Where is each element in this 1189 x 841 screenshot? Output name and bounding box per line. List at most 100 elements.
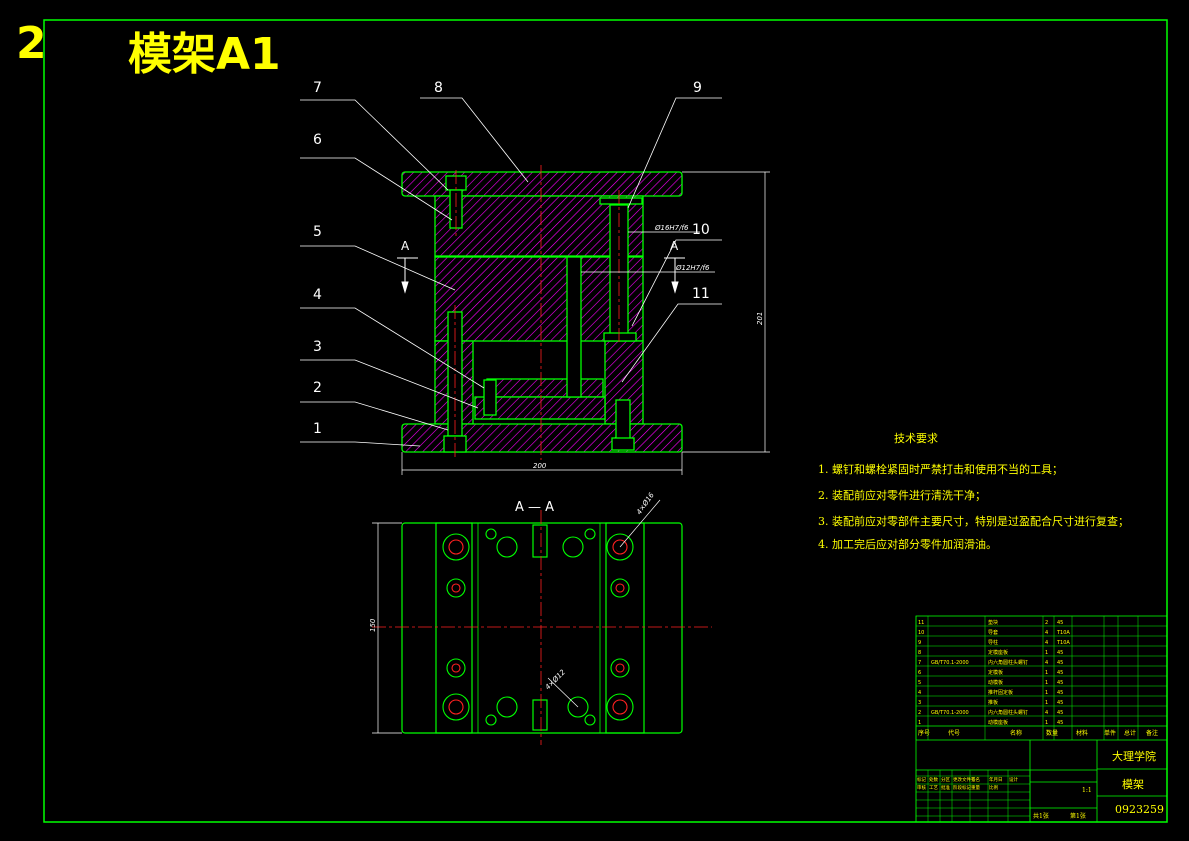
bom-cell: 7 bbox=[918, 660, 921, 666]
bom-cell: 1 bbox=[1045, 720, 1048, 726]
plate-8 bbox=[401, 171, 683, 197]
bom-cell: GB/T70.1-2000 bbox=[931, 710, 969, 716]
signature-cell: 工艺 bbox=[929, 785, 938, 791]
bom-cell: 1 bbox=[1045, 690, 1048, 696]
bom-cell: 定模座板 bbox=[988, 649, 1008, 656]
plate-4 bbox=[486, 378, 604, 398]
note-4: 4. 加工完后应对部分零件加润滑油。 bbox=[818, 538, 997, 551]
plate-5 bbox=[434, 256, 644, 342]
bom-header-cell: 代号 bbox=[948, 729, 960, 737]
plan-view-title: A — A bbox=[515, 500, 554, 515]
bom-cell: 1 bbox=[918, 720, 921, 726]
bom-cell: 45 bbox=[1057, 720, 1063, 726]
bom-cell: 6 bbox=[918, 670, 921, 676]
signature-cell: 审核 bbox=[917, 784, 926, 791]
bom-cell: 3 bbox=[918, 700, 921, 706]
signature-cell: 处数 bbox=[929, 776, 938, 783]
bom-cell: 45 bbox=[1057, 650, 1063, 656]
dim-fit-2: Ø12H7/f6 bbox=[675, 264, 710, 272]
balloon-1: 1 bbox=[313, 421, 322, 437]
front-centerlines bbox=[454, 165, 620, 460]
signature-cell: 年月日 bbox=[989, 776, 1003, 783]
bom-cell: 1 bbox=[1045, 680, 1048, 686]
bom-cell: 45 bbox=[1057, 620, 1063, 626]
bom-cell: 1 bbox=[1045, 670, 1048, 676]
bom-cell: 5 bbox=[918, 680, 921, 686]
bom-cell: 1 bbox=[1045, 650, 1048, 656]
dim-fit-1: Ø16H7/f6 bbox=[654, 224, 689, 232]
section-marker-right: A bbox=[670, 239, 679, 253]
bom-cell: T10A bbox=[1056, 630, 1070, 636]
dim-hole-2: 4×Ø12 bbox=[544, 668, 568, 692]
plan-dimensions bbox=[372, 499, 661, 734]
guide-pin-head bbox=[603, 332, 637, 342]
bom-cell: 45 bbox=[1057, 670, 1063, 676]
front-section-view bbox=[401, 171, 683, 453]
dim-plan-height: 150 bbox=[369, 618, 377, 632]
plate-3 bbox=[474, 396, 606, 420]
bom-cell: 9 bbox=[918, 640, 921, 646]
plan-spacer-right bbox=[605, 522, 645, 734]
front-dimensions bbox=[401, 171, 770, 475]
signature-cell: 签名 bbox=[971, 776, 980, 783]
bom-header-cell: 序号 bbox=[918, 729, 930, 737]
bom-header-cell: 名称 bbox=[1010, 729, 1022, 737]
bom-cell: 定模板 bbox=[988, 669, 1003, 676]
dim-hole-1: 4×Ø16 bbox=[635, 491, 656, 516]
balloon-10: 10 bbox=[692, 222, 710, 238]
school-name: 大理学院 bbox=[1112, 749, 1156, 763]
bom-header-cell: 总计 bbox=[1124, 729, 1136, 737]
drawing-number: 0923259 bbox=[1115, 803, 1164, 816]
signature-cell: 比例 bbox=[989, 784, 998, 791]
bom-cell: 导柱 bbox=[988, 639, 998, 646]
signature-cell: 重量 bbox=[971, 784, 980, 791]
sheet-total: 共1张 bbox=[1033, 812, 1049, 820]
bom-cell: 动模板 bbox=[988, 679, 1003, 686]
plate-6 bbox=[434, 195, 644, 257]
bom-header-cell: 材料 bbox=[1076, 729, 1088, 737]
bom-cell: T10A bbox=[1056, 640, 1070, 646]
leaders bbox=[300, 97, 722, 447]
balloon-7: 7 bbox=[313, 80, 322, 96]
signature-cell: 批准 bbox=[941, 784, 950, 791]
bom-cell: 8 bbox=[918, 650, 921, 656]
note-2: 2. 装配前应对零件进行清洗干净； bbox=[818, 489, 986, 502]
balloon-3: 3 bbox=[313, 339, 322, 355]
bom-cell: 导套 bbox=[988, 629, 998, 636]
bom-cell: 2 bbox=[918, 710, 921, 716]
bom-header-cell: 单件 bbox=[1104, 729, 1116, 737]
balloon-labels: 7 6 5 4 3 2 1 8 9 10 11 bbox=[313, 80, 710, 437]
signature-cell: 标记 bbox=[917, 776, 926, 783]
part-name: 模架 bbox=[1122, 778, 1144, 791]
balloon-11: 11 bbox=[692, 286, 710, 302]
section-labels: A A A — A bbox=[401, 239, 679, 515]
plan-centerlines bbox=[372, 510, 712, 745]
plan-outline bbox=[401, 522, 683, 734]
bom-header-cell: 备注 bbox=[1146, 729, 1158, 737]
balloon-9: 9 bbox=[693, 80, 702, 96]
screw-ejector bbox=[483, 379, 497, 416]
signature-text: 标记处数分区更改文件号签名年月日设计审核工艺批准阶段标记重量比例 bbox=[917, 776, 1018, 791]
title-block bbox=[915, 615, 1168, 823]
bom-cell: 内六角圆柱头螺钉 bbox=[988, 709, 1028, 716]
section-marker-left: A bbox=[401, 239, 410, 253]
screw-bottom-right-head bbox=[611, 437, 635, 451]
bom-cell: 垫块 bbox=[988, 619, 998, 626]
plan-return-pin-top bbox=[532, 524, 548, 558]
bom-cell: 45 bbox=[1057, 710, 1063, 716]
bom-cell: GB/T70.1-2000 bbox=[931, 660, 969, 666]
notes-heading: 技术要求 bbox=[894, 432, 938, 445]
return-pin bbox=[566, 256, 582, 398]
signature-cell: 设计 bbox=[1009, 776, 1018, 783]
bom-cell: 45 bbox=[1057, 660, 1063, 666]
guide-bush bbox=[599, 197, 643, 205]
bom-cell: 11 bbox=[918, 620, 924, 626]
title-block-labels: 大理学院 模架 0923259 1:1 共1张 第1张 bbox=[1033, 749, 1164, 820]
bom-cell: 45 bbox=[1057, 690, 1063, 696]
bom-cell: 动模座板 bbox=[988, 719, 1008, 726]
plan-holes bbox=[442, 528, 634, 726]
sheet-number: 2 bbox=[16, 18, 47, 69]
balloon-5: 5 bbox=[313, 224, 322, 240]
sheet-title: 模架A1 bbox=[128, 29, 281, 80]
bom-cell: 4 bbox=[1045, 710, 1048, 716]
